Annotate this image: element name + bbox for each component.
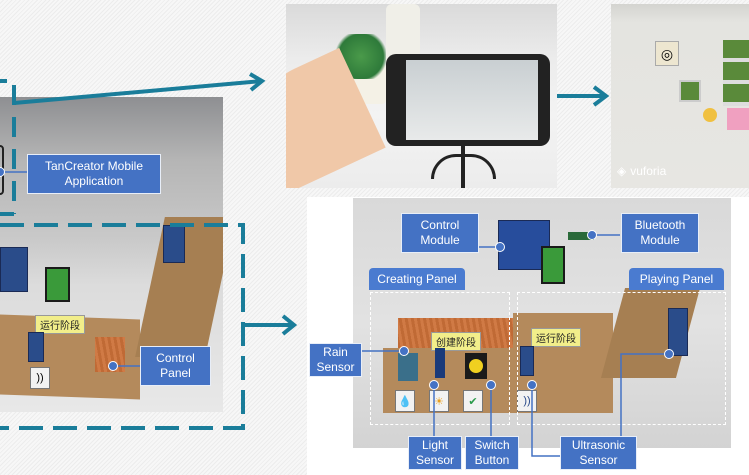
ultrasonic-sensor-left (28, 332, 44, 362)
switch-button-board (465, 353, 487, 379)
label-ultrasonic-sensor: Ultrasonic Sensor (560, 436, 637, 470)
phone-screen (406, 60, 538, 140)
arrow-to-phone-head (248, 72, 266, 92)
bluetooth-board (568, 232, 594, 240)
dot-light-sensor (429, 380, 439, 390)
dot-ultrasonic-a (527, 380, 537, 390)
creating-panel-region (370, 292, 510, 425)
yellow-button (469, 359, 483, 373)
label-control-module: Control Module (401, 213, 479, 253)
ultrasonic-sensor-a (520, 346, 534, 376)
label-switch-button: Switch Button (465, 436, 519, 470)
vuforia-logo-icon: ◈ (617, 164, 627, 178)
creating-panel-label: Creating Panel (369, 268, 465, 290)
phone-tripod-photo (286, 4, 557, 188)
dot-bluetooth (587, 230, 597, 240)
leader-ultrasonic-b (620, 353, 669, 437)
dot-rain-sensor (399, 346, 409, 356)
arrow-to-ar-head (592, 85, 610, 107)
label-control-panel: Control Panel (140, 346, 211, 386)
app-dashed-box (0, 85, 16, 216)
vuforia-logo-text: vuforia (630, 164, 667, 178)
dot-control-panel (108, 361, 118, 371)
leader-ultrasonic-a (531, 385, 560, 457)
battery (45, 267, 70, 302)
battery-pack (541, 246, 565, 284)
running-stage-tag-2: 运行阶段 (531, 328, 581, 347)
ultrasonic-icon-card: )) (30, 367, 50, 389)
left-hardware-photo: 运行阶段 )) (0, 97, 223, 412)
label-bluetooth-module: Bluetooth Module (621, 213, 699, 253)
smartphone (386, 54, 550, 146)
arrow-to-annotated-head (281, 314, 298, 336)
plant-marker-column (723, 40, 749, 106)
rain-sensor-board (398, 353, 418, 381)
tripod (461, 144, 465, 188)
dot-control-module (495, 242, 505, 252)
vuforia-logo: ◈ vuforia (617, 164, 666, 178)
label-rain-sensor: Rain Sensor (309, 343, 362, 377)
target-marker-card: ◎ (655, 41, 679, 66)
control-board (0, 247, 28, 292)
light-sensor-board (435, 348, 445, 378)
plant-marker-card (679, 80, 701, 102)
label-mobile-app: TanCreator Mobile Application (27, 154, 161, 194)
dot-ultrasonic-b (664, 349, 674, 359)
running-stage-tag: 运行阶段 (35, 315, 85, 334)
switch-icon-card: ✔ (463, 390, 483, 412)
dot-switch-button (486, 380, 496, 390)
arrow-to-phone-line (13, 79, 263, 105)
label-light-sensor: Light Sensor (408, 436, 462, 470)
control-dashed-box (0, 223, 245, 430)
playing-panel-label: Playing Panel (629, 268, 724, 290)
flower-marker-card (727, 108, 749, 130)
creating-stage-tag: 创建阶段 (431, 332, 481, 351)
bee-sprite (703, 108, 717, 122)
rain-icon-card: 💧 (395, 390, 415, 412)
ar-scene-photo: ◎ ◈ vuforia (611, 4, 749, 188)
ultrasonic-sensor-b (668, 308, 688, 356)
